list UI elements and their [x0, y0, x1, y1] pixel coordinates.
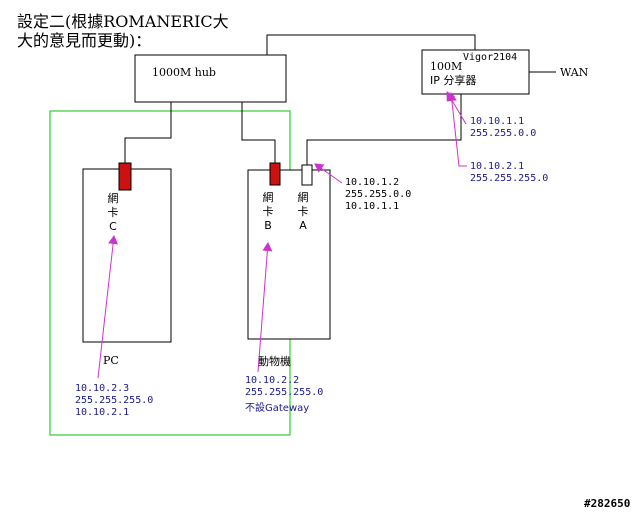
- pc-box: [82, 168, 172, 343]
- nic-a-ip: 10.10.1.2: [345, 177, 400, 188]
- nic-c-port: [118, 162, 132, 191]
- wan-label: WAN: [560, 66, 589, 79]
- router-label-line1: 100M: [430, 60, 463, 73]
- cable-hub-nic-b: [241, 102, 276, 163]
- arrow-pc-to-nic-c: [97, 235, 119, 379]
- cable-hub-router: [266, 34, 476, 55]
- nic-b-label: 網卡B: [262, 191, 274, 232]
- router-lan-ip: 10.10.2.1: [470, 161, 525, 172]
- router-lan-mask: 255.255.255.0: [470, 173, 549, 184]
- nic-a-label: 網卡A: [297, 191, 309, 232]
- nic-b-port: [269, 162, 281, 186]
- hub-box: [134, 54, 287, 103]
- arrow-wan-ip-to-router: [446, 91, 467, 125]
- router-label-line2: IP 分享器: [430, 74, 477, 87]
- router-wan-ip: 10.10.1.1: [470, 116, 525, 127]
- cable-router-nic-a: [306, 94, 462, 165]
- nic-c-label: 網卡C: [107, 192, 119, 233]
- animal-machine-box: [247, 169, 331, 340]
- nic-a-mask: 255.255.0.0: [345, 189, 412, 200]
- image-id-watermark: #282650: [584, 497, 631, 510]
- pc-ip: 10.10.2.3: [75, 383, 130, 394]
- hub-label: 1000M hub: [152, 66, 216, 79]
- animal-machine-gateway-note: 不設Gateway: [245, 403, 310, 414]
- router-wan-mask: 255.255.0.0: [470, 128, 537, 139]
- animal-machine-mask: 255.255.255.0: [245, 387, 324, 398]
- arrow-animal-to-nic-b: [257, 242, 273, 373]
- pc-mask: 255.255.255.0: [75, 395, 154, 406]
- nic-a-port: [301, 164, 313, 186]
- pc-gateway: 10.10.2.1: [75, 407, 130, 418]
- animal-machine-label: 動物機: [258, 355, 291, 368]
- arrow-nic-a-config-to-port: [314, 163, 343, 184]
- router-box: [421, 49, 530, 95]
- diagram-title-line2: 大的意見而更動)：: [17, 31, 152, 50]
- animal-machine-ip: 10.10.2.2: [245, 375, 300, 386]
- router-model: Vigor2104: [463, 52, 518, 63]
- diagram-title-line1: 設定二(根據ROMANERIC大: [17, 12, 229, 31]
- arrow-lan-ip-to-router: [446, 92, 467, 167]
- cable-hub-nic-c: [124, 102, 172, 163]
- nic-a-gateway: 10.10.1.1: [345, 201, 400, 212]
- pc-label: PC: [103, 354, 119, 367]
